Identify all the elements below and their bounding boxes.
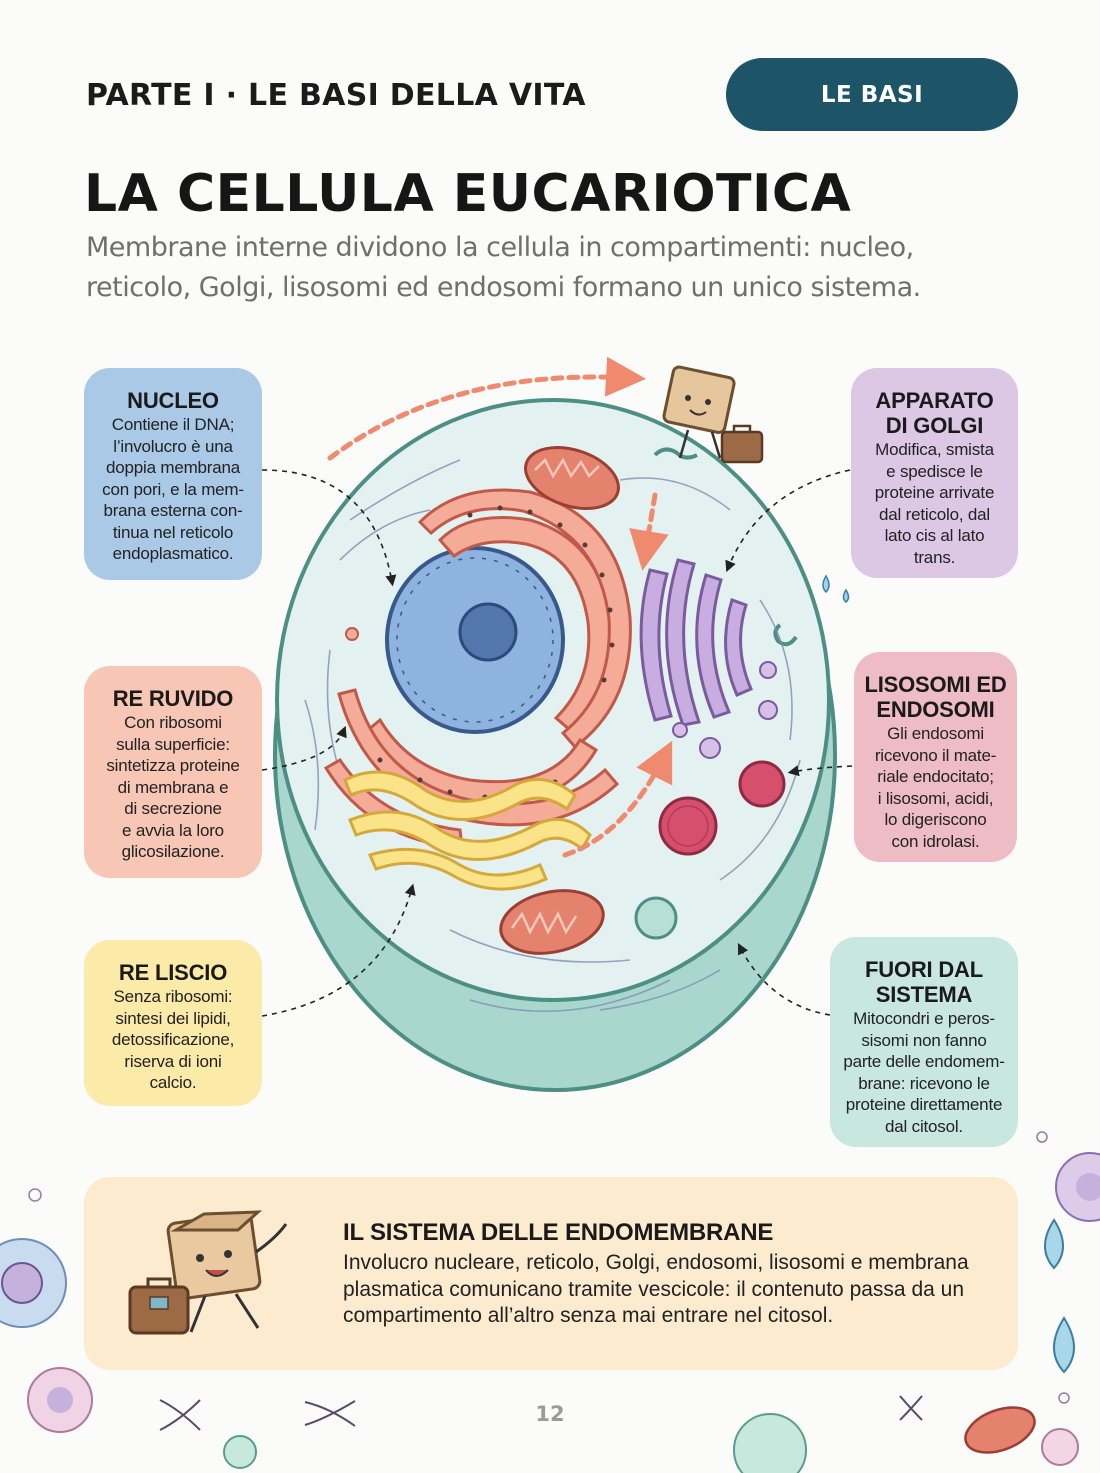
- suitcase-icon: [720, 424, 764, 464]
- card-nucleo: NUCLEO Contiene il DNA; l’involucro è un…: [84, 368, 262, 580]
- card-re-ruvido-body: Con ribosomi sulla superficie: sintetizz…: [92, 712, 254, 863]
- card-lisosomi-line: ricevono il mate-: [874, 745, 997, 765]
- mitochondrion-icon: [499, 446, 620, 955]
- card-re-ruvido-line: glicosilazione.: [121, 842, 225, 861]
- card-re-liscio-title: RE LISCIO: [118, 960, 228, 985]
- card-fuori-line: parte delle endomem-: [843, 1052, 1005, 1071]
- card-fuori-line: Mitocondri e peros-: [853, 1009, 995, 1028]
- card-lisosomi-title-line: LISOSOMI ED: [864, 672, 1007, 697]
- banner-line: plasmatica comunicano tramite vescicole:…: [343, 1277, 964, 1301]
- card-fuori-sistema: FUORI DAL SISTEMA Mitocondri e peros- si…: [830, 937, 1018, 1147]
- card-lisosomi-line: lo digeriscono: [884, 810, 987, 829]
- card-nucleo-title: NUCLEO: [127, 388, 219, 413]
- card-golgi-title-line: APPARATO: [875, 388, 994, 413]
- lysosomes: [634, 760, 786, 940]
- banner-title: IL SISTEMA DELLE ENDOMEMBRANE: [343, 1219, 774, 1246]
- card-golgi-line: trans.: [913, 547, 956, 567]
- card-nucleo-line: con pori, e la mem-: [102, 479, 244, 499]
- card-re-liscio-line: calcio.: [149, 1073, 197, 1092]
- page-number: 12: [535, 1402, 565, 1426]
- card-nucleo-line: tinua nel reticolo: [112, 522, 234, 542]
- card-re-ruvido-line: e avvia la loro: [122, 820, 224, 840]
- card-golgi-line: lato cis al lato: [884, 526, 985, 545]
- transport-arrows: [327, 356, 673, 858]
- page-subtitle: Membrane interne dividono la cellula in …: [86, 232, 921, 303]
- card-lisosomi-title: LISOSOMI ED ENDOSOMI: [862, 672, 1009, 722]
- card-re-ruvido-line: Con ribosomi: [124, 713, 222, 732]
- card-nucleo-line: l’involucro è una: [113, 436, 233, 456]
- card-golgi-line: proteine arrivate: [874, 483, 995, 502]
- card-lisosomi-body: Gli endosomi ricevono il mate- riale end…: [862, 723, 1009, 852]
- card-re-ruvido-line: sulla superficie:: [116, 734, 230, 754]
- card-lisosomi: LISOSOMI ED ENDOSOMI Gli endosomi ricevo…: [854, 652, 1017, 862]
- card-re-ruvido-title: RE RUVIDO: [112, 686, 234, 711]
- cytoskeleton: [304, 459, 801, 1012]
- banner-line: compartimento all’altro senza mai entrar…: [343, 1304, 834, 1327]
- card-re-ruvido-line: di secrezione: [124, 799, 222, 818]
- water-drop-icon: [1044, 1218, 1075, 1374]
- card-re-liscio-body: Senza ribosomi: sintesi dei lipidi, deto…: [92, 986, 254, 1094]
- card-fuori-body: Mitocondri e peros- sisomi non fanno par…: [838, 1008, 1010, 1137]
- card-golgi: APPARATO DI GOLGI Modifica, smista e spe…: [851, 368, 1018, 578]
- card-re-liscio-line: detossificazione,: [111, 1030, 235, 1049]
- banner-body: Involucro nucleare, reticolo, Golgi, end…: [343, 1250, 993, 1330]
- card-lisosomi-line: Gli endosomi: [887, 724, 984, 743]
- page-title: LA CELLULA EUCARIOTICA: [84, 164, 852, 224]
- banner-line: Involucro nucleare, reticolo, Golgi, end…: [343, 1251, 969, 1274]
- card-re-ruvido-line: di membrana e: [117, 777, 229, 797]
- card-fuori-title-line: FUORI DAL: [865, 957, 983, 982]
- card-golgi-line: Modifica, smista: [875, 440, 994, 459]
- card-nucleo-body: Contiene il DNA; l’involucro è una doppi…: [92, 414, 254, 565]
- card-re-ruvido: RE RUVIDO Con ribosomi sulla superficie:…: [84, 666, 262, 878]
- cell-bubble-icon: [0, 1131, 1100, 1473]
- card-re-liscio-line: riserva di ioni: [124, 1051, 222, 1071]
- card-re-ruvido-line: sintetizza proteine: [106, 756, 240, 775]
- card-re-liscio: RE LISCIO Senza ribosomi: sintesi dei li…: [84, 940, 262, 1106]
- ribosomes: [377, 505, 615, 800]
- golgi: [639, 558, 753, 727]
- card-lisosomi-line: riale endocitato;: [877, 767, 994, 786]
- leader-lines: [261, 469, 853, 1017]
- card-fuori-line: dal citosol.: [885, 1116, 963, 1136]
- golgi-vesicles: [345, 627, 778, 759]
- water-drop-icon: [822, 574, 850, 603]
- card-nucleo-line: Contiene il DNA;: [111, 415, 235, 434]
- card-nucleo-line: doppia membrana: [105, 458, 241, 477]
- mitochondrion-icon: [964, 1406, 1036, 1454]
- card-golgi-line: dal reticolo, dal: [879, 504, 990, 524]
- nucleus: [385, 546, 565, 734]
- section-label: PARTE I · LE BASI DELLA VITA: [86, 78, 586, 113]
- smooth-er: [343, 770, 592, 891]
- card-fuori-line: brane: ricevono le: [858, 1073, 990, 1093]
- card-fuori-line: sisomi non fanno: [861, 1030, 987, 1050]
- card-lisosomi-title-line: ENDOSOMI: [876, 697, 995, 722]
- dna-icon: [159, 1395, 923, 1431]
- card-golgi-body: Modifica, smista e spedisce le proteine …: [859, 439, 1010, 568]
- card-nucleo-line: endoplasmatico.: [112, 544, 234, 563]
- box-mascot-icon: [662, 365, 736, 459]
- card-lisosomi-line: con idrolasi.: [891, 831, 980, 851]
- section-badge: LE BASI: [726, 58, 1018, 131]
- card-fuori-title: FUORI DAL SISTEMA: [838, 957, 1010, 1007]
- card-re-liscio-line: sintesi dei lipidi,: [115, 1008, 231, 1028]
- card-lisosomi-line: i lisosomi, acidi,: [877, 788, 994, 808]
- card-nucleo-line: brana esterna con-: [103, 501, 243, 520]
- card-fuori-title-line: SISTEMA: [875, 982, 973, 1007]
- card-golgi-title-line: DI GOLGI: [885, 413, 984, 438]
- card-golgi-line: e spedisce le: [886, 461, 983, 481]
- card-golgi-title: APPARATO DI GOLGI: [859, 388, 1010, 438]
- card-re-liscio-line: Senza ribosomi:: [113, 987, 233, 1006]
- card-fuori-line: proteine direttamente: [845, 1095, 1003, 1114]
